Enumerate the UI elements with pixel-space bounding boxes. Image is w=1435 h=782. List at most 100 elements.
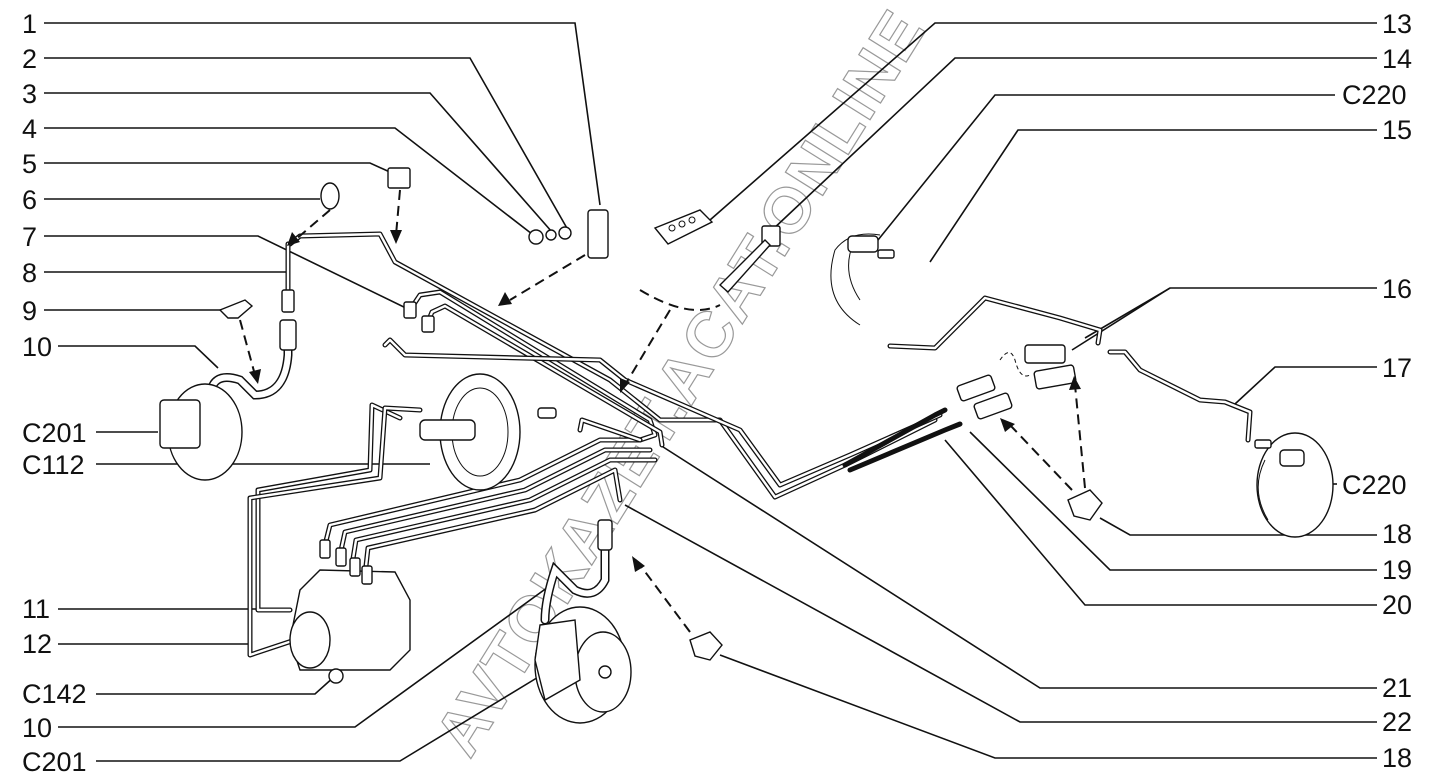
callout-label-17: 17 — [1382, 353, 1412, 383]
callout-label-14: 14 — [1382, 44, 1412, 74]
leader-5 — [44, 162, 393, 174]
left-callouts: 1 2 3 4 5 6 7 8 9 10 C201 C112 11 12 C14… — [22, 9, 601, 777]
leader-19 — [969, 431, 1377, 571]
leader-16b — [1071, 287, 1171, 351]
leader-c142 — [96, 675, 336, 695]
leader-18-lower — [719, 654, 1377, 759]
callout-label-11: 11 — [22, 594, 50, 624]
abs-motor — [289, 611, 331, 669]
callout-label-20: 20 — [1382, 590, 1412, 620]
leader-2 — [44, 57, 569, 231]
callout-label-c112: C112 — [22, 450, 85, 480]
abs-fitting-1 — [319, 539, 331, 559]
arrow-clip-5 — [395, 189, 401, 236]
leader-4 — [44, 127, 533, 235]
fitting-7b — [421, 315, 435, 333]
caliper-front-right-c201 — [534, 619, 581, 702]
hose-rear-connector-d — [973, 392, 1013, 420]
hose-bridge-dashed — [999, 352, 1031, 377]
callout-label-22: 22 — [1382, 707, 1412, 737]
callout-label-c201-lower: C201 — [22, 747, 87, 777]
fitting-8 — [281, 289, 295, 313]
bracket-9 — [218, 299, 254, 319]
abs-fitting-4 — [361, 565, 373, 585]
clip-5 — [387, 167, 411, 189]
leader-17 — [1234, 366, 1377, 405]
callout-label-15: 15 — [1382, 115, 1412, 145]
hose-rear-connector-b — [1033, 364, 1077, 390]
hose-rear-connector-a — [1024, 344, 1066, 364]
callout-label-18: 18 — [1382, 519, 1412, 549]
assembly-arrows — [239, 189, 1086, 633]
fitting-15 — [877, 249, 895, 259]
leader-21 — [659, 444, 1377, 689]
leader-7 — [44, 235, 411, 311]
arrow-grommet-6 — [294, 209, 331, 241]
pipe-rear-feed-2 — [847, 421, 963, 473]
leader-3 — [44, 92, 553, 233]
right-callouts: 13 14 C220 15 16 17 C220 18 19 20 21 22 … — [624, 9, 1412, 773]
hose-rear-connector-c — [956, 374, 996, 402]
callout-label-12: 12 — [22, 629, 52, 659]
clip-18-upper — [1067, 489, 1103, 521]
callout-label-7: 7 — [22, 222, 37, 252]
callout-label-6: 6 — [22, 185, 37, 215]
callout-label-5: 5 — [22, 149, 37, 179]
arrow-to-pipes — [624, 309, 671, 386]
leader-20 — [944, 439, 1377, 606]
callout-label-13: 13 — [1382, 9, 1412, 39]
arrow-sensor-curve — [639, 289, 721, 311]
leader-14 — [769, 57, 1377, 233]
wheel-cylinder-c220 — [847, 235, 879, 253]
bracket-1 — [587, 209, 609, 259]
arrow-bracket-1 — [509, 254, 586, 301]
callout-label-1: 1 — [22, 9, 37, 39]
callout-label-19: 19 — [1382, 555, 1412, 585]
callout-label-21: 21 — [1382, 673, 1412, 703]
callout-label-c220-lower: C220 — [1342, 470, 1407, 500]
hose-end-fitting-22 — [597, 519, 613, 551]
caliper-c201 — [159, 399, 201, 449]
callout-label-c142: C142 — [22, 679, 87, 709]
sensor-14 — [718, 239, 771, 293]
callout-label-10: 10 — [22, 332, 52, 362]
fitting-17 — [1254, 439, 1272, 449]
washer-2 — [558, 226, 572, 240]
hose-end-fitting-8 — [279, 319, 297, 351]
callout-label-8: 8 — [22, 258, 37, 288]
components — [159, 167, 1334, 724]
leader-1 — [44, 22, 601, 206]
booster-pushrod — [537, 407, 557, 419]
pipe-rear-right — [1107, 349, 1253, 443]
nut-4 — [528, 229, 544, 245]
clip-18-lower — [689, 631, 723, 661]
pipe-rear-feed-1 — [842, 407, 948, 468]
callout-label-18-lower: 18 — [1382, 743, 1412, 773]
leader-10-lower — [58, 581, 556, 728]
leader-16a — [1084, 287, 1377, 339]
arrow-clip-18-upper-b — [1074, 384, 1086, 489]
pipe-rear-left — [887, 295, 1103, 351]
leader-c220 — [877, 94, 1335, 241]
callout-label-c220: C220 — [1342, 80, 1407, 110]
arrow-clip-18-lower — [639, 564, 691, 633]
callout-label-10-lower: 10 — [22, 713, 52, 743]
leader-22 — [624, 504, 1377, 723]
callout-label-2: 2 — [22, 44, 37, 74]
flex-hoses — [205, 320, 1077, 625]
leader-18 — [1099, 517, 1377, 536]
washer-3 — [545, 229, 557, 241]
abs-connector-c142 — [328, 668, 344, 684]
abs-fitting-2 — [335, 547, 347, 567]
drum-rear-left — [830, 233, 881, 326]
callout-label-9: 9 — [22, 296, 37, 326]
leader-15 — [929, 129, 1377, 263]
drum-rear-right — [1256, 432, 1334, 538]
leader-13 — [709, 22, 1377, 221]
grommet-6 — [320, 182, 340, 210]
arrow-bracket-9 — [239, 319, 256, 376]
wheel-cylinder-c220-lower — [1279, 449, 1305, 467]
abs-fitting-3 — [349, 557, 361, 577]
callout-label-4: 4 — [22, 114, 37, 144]
